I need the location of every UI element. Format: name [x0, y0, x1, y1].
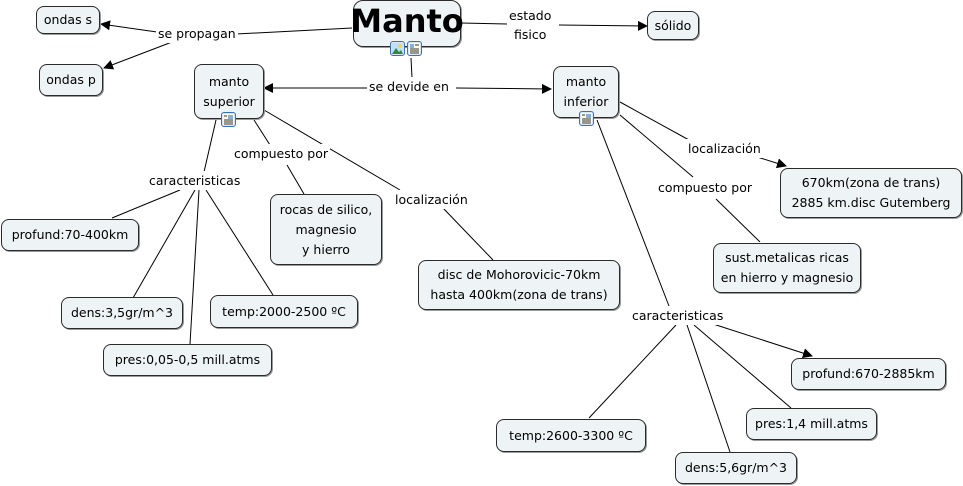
concept-sup-temp[interactable]: temp:2000-2500 ºC [210, 295, 358, 328]
concept-sup-profund-label: profund:70-400km [11, 227, 129, 242]
link-se-propagan-ondas-s [100, 20, 158, 33]
concept-sup-dens-label: dens:3,5gr/m^3 [70, 305, 174, 320]
concept-inf-profund[interactable]: profund:670-2885km [791, 358, 946, 390]
concept-inf-localizacion-label: 670km(zona de trans) 2885 km.disc Gutemb… [791, 175, 951, 210]
link-inferior-localizacion [619, 101, 690, 141]
link-caract-inf-dens [686, 324, 731, 453]
concept-inf-pres-label: pres:1,4 mill.atms [755, 416, 868, 431]
concept-inf-temp-label: temp:2600-3300 ºC [509, 427, 633, 443]
link-compuesto-rocas [286, 164, 305, 195]
linking-phrase-sup-localizacion[interactable]: localización [393, 190, 470, 209]
concept-inf-sust[interactable]: sust.metalicas ricas en hierro y magnesi… [713, 243, 861, 293]
link-inferior-caracteristicas [596, 119, 670, 307]
link-caract-temp [205, 189, 274, 296]
linking-phrase-sup-caracteristicas[interactable]: caracteristicas [147, 171, 243, 190]
concept-sup-rocas-label: rocas de silico, magnesio y hierro [279, 201, 373, 257]
concept-solido[interactable]: sólido [647, 11, 699, 40]
concept-inf-pres[interactable]: pres:1,4 mill.atms [746, 408, 877, 440]
linking-phrase-se-devide-en[interactable]: se devide en [367, 77, 451, 96]
concept-solido-label: sólido [654, 17, 692, 33]
linking-phrase-inf-localizacion[interactable]: localización [686, 139, 763, 158]
image-resource-icon[interactable] [390, 41, 405, 56]
linking-phrase-inf-compuesto-por[interactable]: compuesto por [656, 178, 755, 197]
link-superior-caracteristicas [203, 119, 217, 173]
root-concept-label: Manto [350, 1, 464, 40]
concept-sup-disc-label: disc de Mohorovicic-70km hasta 400km(zon… [430, 267, 608, 302]
link-manto-estado-fisico [460, 22, 508, 25]
link-inferior-compuesto [619, 114, 694, 178]
link-superior-localizacion [263, 109, 401, 191]
link-se-propagan-ondas-p [103, 41, 173, 70]
concept-sup-pres-label: pres:0,05-0,5 mill.atms [114, 352, 261, 367]
link-localizacion-disc [442, 207, 494, 261]
link-caract-profund [111, 189, 181, 219]
concept-manto-inferior-label: manto inferior [563, 74, 609, 109]
concept-ondas-s-label: ondas s [43, 12, 93, 27]
concept-sup-profund[interactable]: profund:70-400km [1, 219, 139, 251]
concept-sup-rocas[interactable]: rocas de silico, magnesio y hierro [270, 194, 382, 265]
concept-inf-sust-label: sust.metalicas ricas en hierro y magnesi… [720, 250, 854, 285]
root-concept-manto[interactable]: Manto [350, 0, 464, 47]
concept-manto-superior-label: manto superior [203, 73, 255, 109]
link-caract-inf-pres [693, 324, 792, 409]
concept-ondas-s[interactable]: ondas s [36, 6, 100, 34]
concept-sup-dens[interactable]: dens:3,5gr/m^3 [61, 297, 183, 329]
linking-phrase-sup-compuesto-por[interactable]: compuesto por [232, 144, 331, 163]
concept-manto-superior[interactable]: manto superior [194, 64, 264, 119]
document-resource-icon[interactable] [579, 111, 594, 126]
concept-sup-pres[interactable]: pres:0,05-0,5 mill.atms [103, 344, 272, 376]
link-se-devide-en-inferior [455, 83, 552, 94]
concept-inf-dens[interactable]: dens:5,6gr/m^3 [675, 452, 797, 484]
link-superior-compuesto [253, 119, 271, 146]
link-caract-inf-temp [588, 324, 677, 419]
concept-inf-profund-label: profund:670-2885km [802, 366, 935, 381]
link-compuesto-sust [715, 198, 761, 243]
concept-inf-temp[interactable]: temp:2600-3300 ºC [496, 419, 646, 452]
link-caract-dens [132, 189, 196, 299]
concept-ondas-p-label: ondas p [46, 72, 96, 87]
linking-phrase-se-propagan[interactable]: se propagan [156, 24, 238, 43]
link-estado-fisico-solido [558, 20, 648, 31]
document-resource-icon[interactable] [221, 112, 236, 127]
link-caract-inf-profund [709, 322, 813, 358]
concept-sup-disc[interactable]: disc de Mohorovicic-70km hasta 400km(zon… [418, 260, 620, 310]
linking-phrase-inf-caracteristicas[interactable]: caracteristicas [630, 306, 726, 325]
concept-inf-dens-label: dens:5,6gr/m^3 [684, 460, 788, 475]
link-manto-se-devide-en [410, 57, 413, 79]
concept-ondas-p[interactable]: ondas p [39, 64, 103, 96]
link-caract-pres [189, 189, 200, 345]
concept-sup-temp-label: temp:2000-2500 ºC [222, 303, 346, 319]
document-resource-icon[interactable] [407, 41, 422, 56]
link-manto-se-propagan [235, 27, 353, 35]
linking-phrase-estado-fisico[interactable]: estado fisico [507, 6, 554, 44]
concept-inf-localizacion[interactable]: 670km(zona de trans) 2885 km.disc Gutemb… [780, 168, 962, 218]
